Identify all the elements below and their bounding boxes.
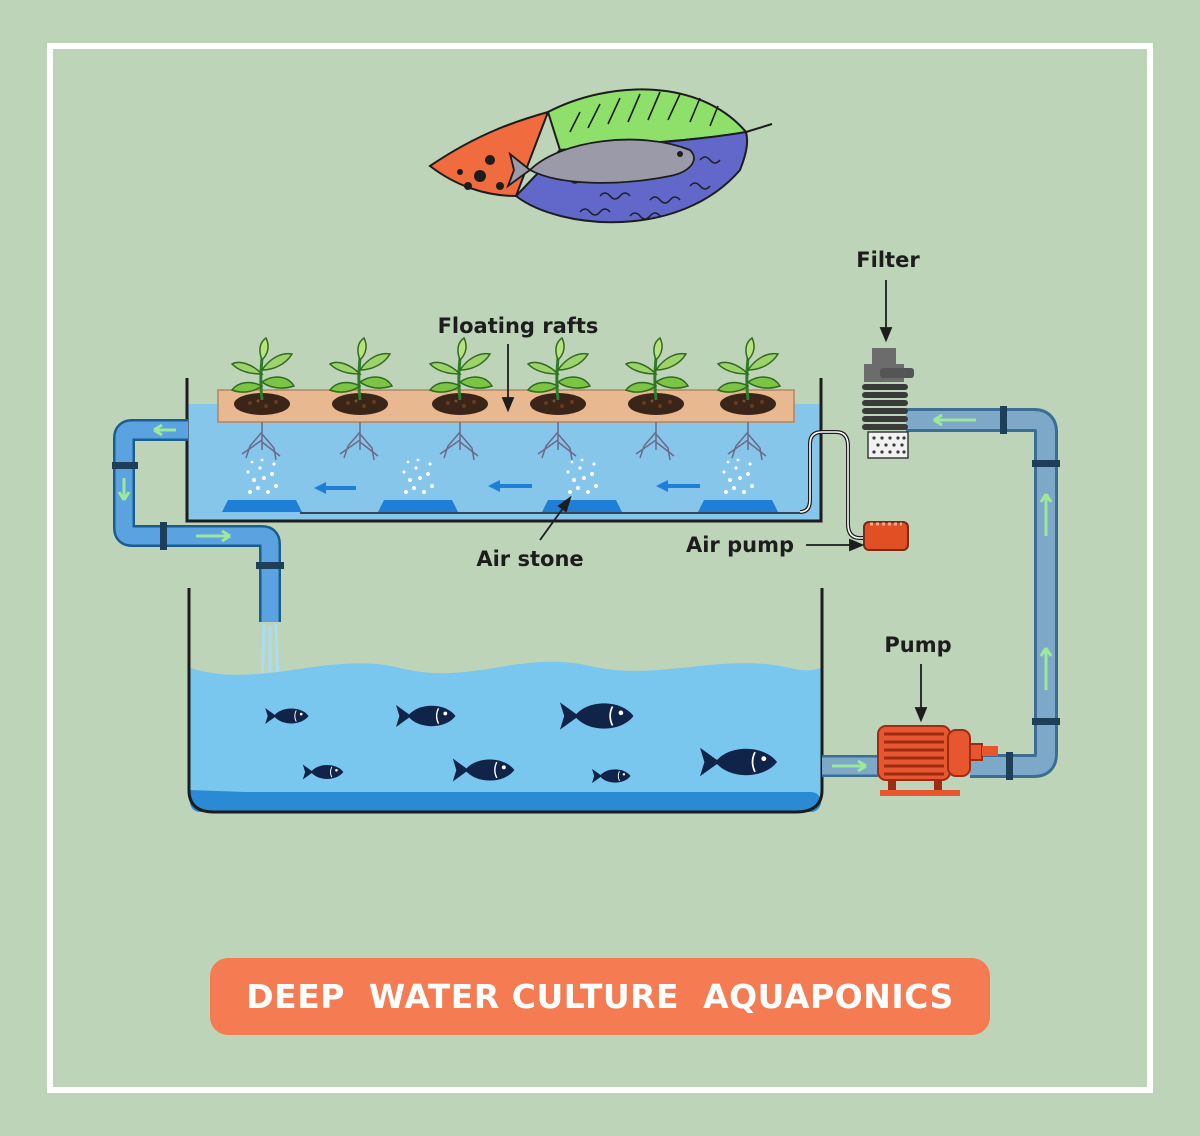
water-pump-icon [877,725,998,796]
air-stone-label: Air stone [476,547,583,571]
pump-label: Pump [884,633,951,657]
floating-rafts-label: Floating rafts [438,314,599,338]
fish-tank [187,588,824,814]
annotation-pointers [501,280,928,723]
filter-label: Filter [856,248,920,272]
title-banner: DEEP WATER CULTURE AQUAPONICS [210,958,990,1035]
filter-icon [862,348,914,459]
leaf-fish-logo [428,88,773,224]
return-pipe [822,406,1060,780]
air-pump-label: Air pump [686,533,794,557]
air-pump-icon [799,430,909,551]
outer-frame [47,43,1153,1093]
page-title: DEEP WATER CULTURE AQUAPONICS [246,977,954,1016]
grow-bed-flow-arrows [314,480,700,494]
